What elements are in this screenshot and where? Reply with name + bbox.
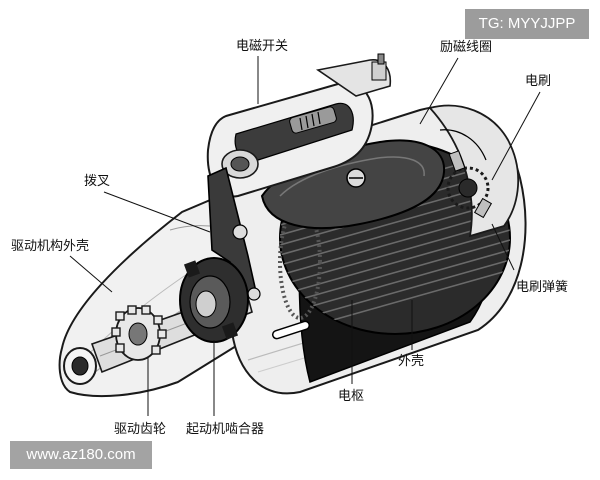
commutator-end bbox=[428, 104, 520, 238]
label-brush: 电刷 bbox=[525, 74, 552, 89]
label-shift-fork: 拨叉 bbox=[84, 174, 111, 189]
drive-gear bbox=[111, 305, 167, 361]
casing-vent-slot bbox=[271, 320, 311, 340]
telegram-watermark: TG: MYYJJPP bbox=[465, 9, 589, 39]
leader-brush-spring bbox=[491, 223, 515, 271]
label-armature: 电枢 bbox=[338, 389, 365, 404]
label-solenoid-switch: 电磁开关 bbox=[236, 39, 289, 54]
label-brush-spring: 电刷弹簧 bbox=[516, 280, 569, 295]
label-field-coil: 励磁线圈 bbox=[440, 40, 493, 55]
shift-fork bbox=[207, 166, 261, 301]
label-drive-housing: 驱动机构外壳 bbox=[11, 239, 90, 254]
leader-drive-housing bbox=[69, 255, 113, 293]
solenoid-switch bbox=[206, 53, 392, 198]
leader-field-coil bbox=[419, 57, 459, 125]
starter-clutch bbox=[179, 257, 249, 343]
leader-lines bbox=[69, 56, 541, 416]
label-outer-casing: 外壳 bbox=[398, 354, 425, 369]
shaft-nose bbox=[63, 347, 97, 385]
leader-shift-fork bbox=[103, 191, 211, 233]
website-watermark: www.az180.com bbox=[10, 441, 152, 469]
label-drive-gear: 驱动齿轮 bbox=[114, 422, 167, 437]
label-starter-clutch: 起动机啮合器 bbox=[186, 422, 265, 437]
leader-brush bbox=[491, 91, 541, 181]
